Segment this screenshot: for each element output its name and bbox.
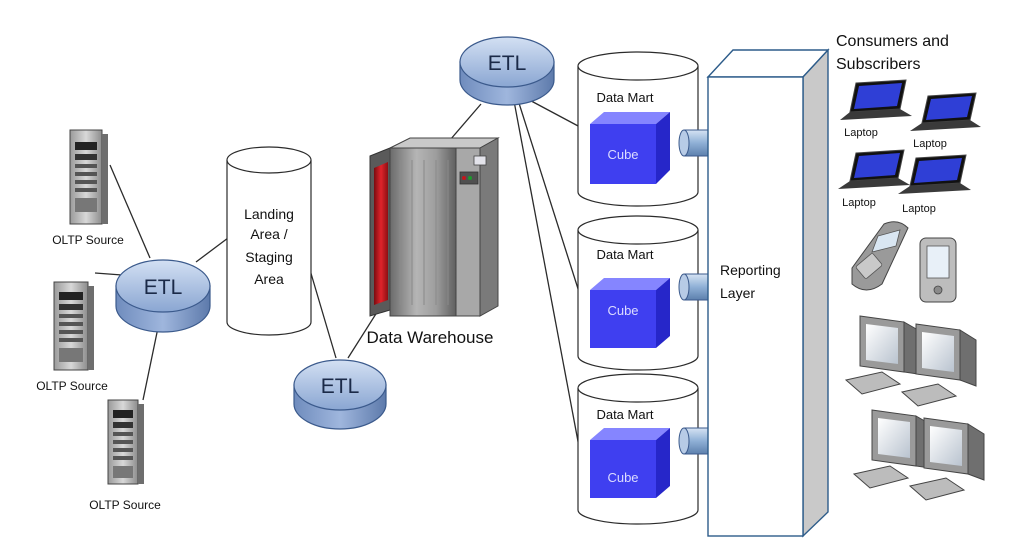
cube-shape — [590, 278, 670, 348]
staging-label-line3: Staging — [245, 249, 292, 265]
mobile-phone-icon — [851, 221, 909, 291]
laptop-label: Laptop — [842, 197, 876, 209]
reporting-layer: Reporting Layer — [706, 48, 830, 538]
etl-label: ETL — [321, 375, 360, 398]
data-mart-2: Data Mart Cube — [577, 215, 699, 371]
pipe-2 — [678, 273, 709, 301]
cube-label: Cube — [607, 470, 638, 485]
laptop-icon — [910, 92, 981, 131]
reporting-label-line1: Reporting — [720, 262, 781, 278]
desktop-computer-icon — [908, 417, 985, 501]
consumers-title-line2: Subscribers — [836, 56, 920, 73]
source-label: OLTP Source — [52, 233, 124, 247]
etl-node-3: ETL — [459, 36, 555, 106]
line-etl3-mart3 — [513, 100, 581, 453]
cube-label: Cube — [607, 147, 638, 162]
server-icon — [53, 281, 94, 371]
consumers-title-line1: Consumers and — [836, 33, 949, 50]
desktop-computer-icon — [844, 315, 919, 395]
oltp-source-1: OLTP Source — [52, 129, 124, 247]
consumers-title: Consumers and Subscribers — [836, 33, 949, 73]
source-label: OLTP Source — [36, 379, 108, 393]
staging-area-cylinder: Landing Area / Staging Area — [226, 146, 312, 336]
data-mart-1: Data Mart Cube — [577, 51, 699, 207]
line-warehouse-etl3 — [449, 103, 482, 141]
laptop-label: Laptop — [913, 138, 947, 150]
warehouse-server-icon — [369, 137, 500, 317]
etl-node-2: ETL — [293, 359, 387, 430]
pda-icon — [919, 237, 957, 303]
data-warehouse: Data Warehouse — [367, 137, 500, 347]
line-etl1-staging — [195, 237, 229, 263]
line-source2-etl1 — [94, 272, 123, 276]
reporting-label-line2: Layer — [720, 285, 755, 301]
line-source1-etl1 — [109, 164, 151, 259]
warehouse-label: Data Warehouse — [367, 328, 494, 347]
laptop-icon — [898, 154, 971, 194]
laptop-icon — [838, 149, 910, 189]
source-label: OLTP Source — [89, 498, 161, 512]
staging-label-line4: Area — [254, 271, 284, 287]
laptop-4: Laptop — [898, 154, 971, 215]
staging-label-line2: Area / — [250, 226, 287, 242]
data-mart-3: Data Mart Cube — [577, 373, 699, 525]
staging-label-line1: Landing — [244, 206, 294, 222]
etl-label: ETL — [144, 276, 183, 299]
laptop-icon — [840, 79, 912, 120]
laptop-label: Laptop — [902, 203, 936, 215]
pipe-3 — [678, 427, 709, 455]
line-staging-etl2 — [309, 269, 337, 359]
etl-node-1: ETL — [115, 259, 211, 333]
cube-shape — [590, 428, 670, 498]
oltp-source-2: OLTP Source — [36, 281, 108, 393]
etl-label: ETL — [488, 52, 527, 75]
laptop-2: Laptop — [910, 92, 981, 150]
server-icon — [107, 399, 144, 485]
server-icon — [69, 129, 108, 225]
connector-pipes — [678, 129, 709, 455]
line-etl3-mart2 — [517, 99, 581, 296]
pipe-1 — [678, 129, 709, 157]
data-mart-label: Data Mart — [596, 247, 653, 262]
desktop-computer-icon — [852, 409, 931, 489]
data-mart-label: Data Mart — [596, 407, 653, 422]
cube-label: Cube — [607, 303, 638, 318]
data-mart-label: Data Mart — [596, 90, 653, 105]
laptop-1: Laptop — [840, 79, 912, 139]
laptop-label: Laptop — [844, 127, 878, 139]
laptop-3: Laptop — [838, 149, 910, 209]
cube-shape — [590, 112, 670, 184]
oltp-source-3: OLTP Source — [89, 399, 161, 512]
desktop-computer-icon — [900, 323, 977, 407]
